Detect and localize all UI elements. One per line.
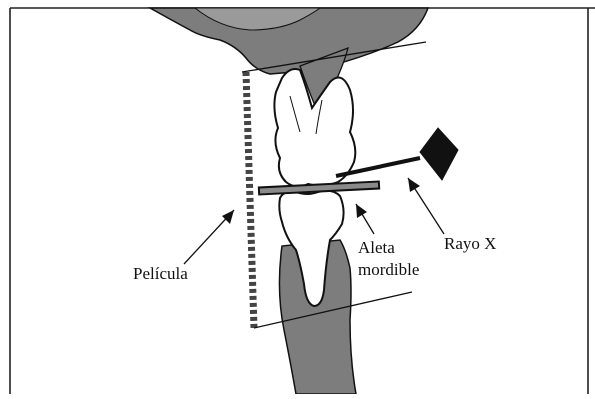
film-pointer-arrow — [184, 210, 234, 264]
xray-pointer-arrow — [408, 178, 444, 234]
bite-tab-label-line1: Aleta — [358, 238, 395, 257]
bite-tab-label-line2: mordible — [358, 260, 419, 279]
bite-tab-pointer-arrow — [356, 204, 374, 234]
film-label: Película — [133, 264, 188, 283]
xray-source-icon — [420, 128, 458, 180]
film-strip — [246, 72, 254, 328]
xray-label: Rayo X — [444, 234, 496, 253]
